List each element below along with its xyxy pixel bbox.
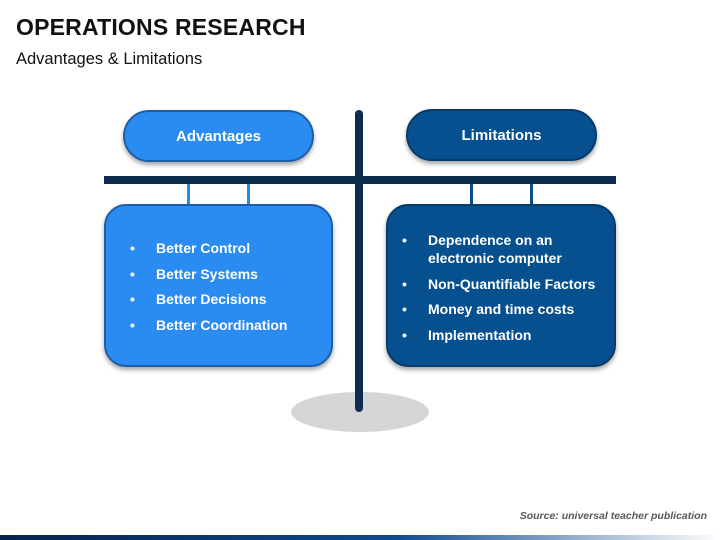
limitations-item: Implementation: [402, 326, 606, 344]
advantages-header-label: Advantages: [175, 127, 262, 145]
page-title: OPERATIONS RESEARCH: [16, 14, 306, 40]
limitations-connector-right: [530, 184, 533, 204]
advantages-item: Better Systems: [130, 265, 321, 283]
advantages-connector-right: [247, 184, 250, 204]
advantages-box: Better Control Better Systems Better Dec…: [104, 204, 333, 367]
bottom-accent-bar: [0, 535, 720, 540]
source-note: Source: universal teacher publication: [519, 510, 707, 522]
advantages-connector-left: [187, 184, 190, 204]
limitations-item: Money and time costs: [402, 300, 606, 318]
advantages-item: Better Control: [130, 239, 321, 257]
balance-pole: [355, 110, 363, 412]
limitations-list: Dependence on an electronic computer Non…: [402, 231, 606, 344]
advantages-item: Better Decisions: [130, 290, 321, 308]
page-subtitle: Advantages & Limitations: [16, 50, 203, 68]
limitations-header: Limitations: [406, 109, 597, 161]
limitations-connector-left: [470, 184, 473, 204]
limitations-item: Dependence on an electronic computer: [402, 231, 606, 267]
limitations-box: Dependence on an electronic computer Non…: [386, 204, 616, 367]
advantages-header: Advantages: [123, 110, 314, 162]
limitations-header-label: Limitations: [461, 126, 542, 144]
balance-beam: [104, 176, 616, 184]
limitations-item: Non-Quantifiable Factors: [402, 275, 606, 293]
advantages-list: Better Control Better Systems Better Dec…: [130, 239, 321, 334]
advantages-item: Better Coordination: [130, 316, 321, 334]
